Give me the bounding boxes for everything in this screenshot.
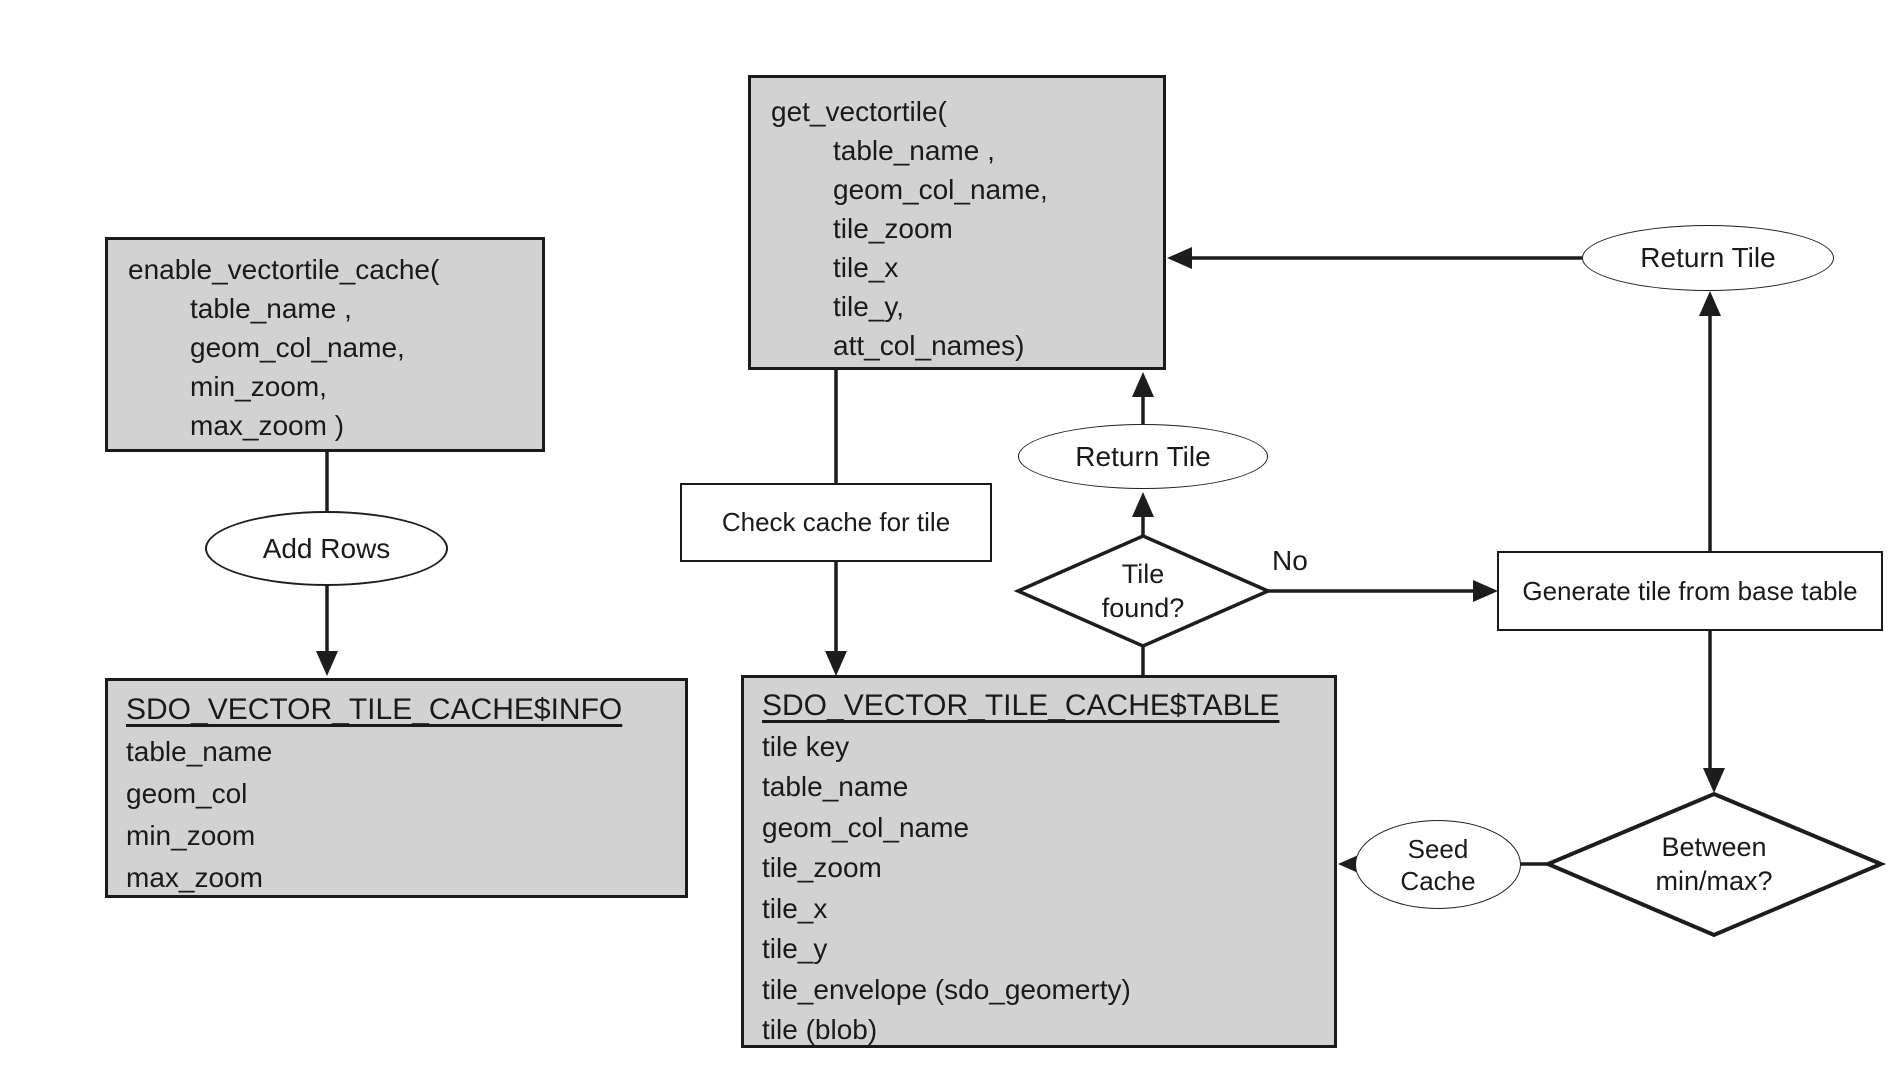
code-line: get_vectortile( xyxy=(771,96,947,127)
table-row: min_zoom xyxy=(126,820,256,851)
cache-table-title: SDO_VECTOR_TILE_CACHE$TABLE xyxy=(762,689,1280,722)
code-line: enable_vectortile_cache( xyxy=(128,254,440,285)
table-row: table_name xyxy=(762,771,909,802)
generate-tile-label: Generate tile from base table xyxy=(1522,575,1858,606)
code-line: max_zoom ) xyxy=(190,410,345,441)
cache-table-box: SDO_VECTOR_TILE_CACHE$TABLE tile key tab… xyxy=(741,675,1337,1048)
add-rows-label: Add Rows xyxy=(262,532,391,564)
arrowhead-into-returntile-top xyxy=(1699,291,1721,316)
seed-cache-ellipse: Seed Cache xyxy=(1355,820,1521,909)
table-row: geom_col xyxy=(126,778,248,809)
table-row: tile_x xyxy=(762,892,828,924)
arrowhead-into-table xyxy=(825,651,847,676)
code-line: geom_col_name, xyxy=(190,332,405,363)
tile-found-diamond xyxy=(1013,534,1273,648)
code-line: table_name , xyxy=(833,135,995,166)
tile-found-label: Tile found? xyxy=(1043,553,1243,629)
check-cache-label: Check cache for tile xyxy=(721,507,951,537)
return-tile-top-ellipse: Return Tile xyxy=(1582,225,1834,291)
between-minmax-line1: Between xyxy=(1661,832,1767,862)
arrowhead-into-get-bottom xyxy=(1132,372,1154,397)
cache-info-title: SDO_VECTOR_TILE_CACHE$INFO xyxy=(126,693,623,726)
cache-info-table-box: SDO_VECTOR_TILE_CACHE$INFO table_name ge… xyxy=(105,678,688,898)
between-minmax-diamond xyxy=(1542,791,1887,938)
enable-vectortile-cache-box: enable_vectortile_cache( table_name , ge… xyxy=(105,237,545,452)
code-line: tile_zoom xyxy=(833,213,953,244)
table-row: max_zoom xyxy=(126,862,263,893)
arrowhead-into-info xyxy=(316,651,338,676)
arrowhead-into-generate xyxy=(1473,580,1498,602)
code-line: att_col_names) xyxy=(833,330,1025,361)
return-tile-mid-ellipse: Return Tile xyxy=(1018,424,1268,489)
return-tile-mid-label: Return Tile xyxy=(1075,440,1211,472)
table-row: tile_y xyxy=(762,933,828,964)
add-rows-ellipse: Add Rows xyxy=(205,511,448,586)
code-line: table_name , xyxy=(190,293,352,324)
table-row: tile_envelope (sdo_geomerty) xyxy=(762,973,1131,1005)
arrowhead-into-returntile-mid xyxy=(1132,492,1154,517)
between-minmax-label: Between min/max? xyxy=(1614,826,1814,902)
return-tile-top-label: Return Tile xyxy=(1640,242,1776,273)
no-branch-label: No xyxy=(1272,545,1308,576)
tile-found-line1: Tile xyxy=(1121,559,1165,589)
generate-tile-box: Generate tile from base table xyxy=(1497,551,1883,631)
get-vectortile-box: get_vectortile( table_name , geom_col_na… xyxy=(748,75,1166,370)
code-line: tile_y, xyxy=(833,291,905,322)
table-row: geom_col_name xyxy=(762,811,970,843)
table-row: table_name xyxy=(126,736,273,767)
table-row: tile_zoom xyxy=(762,852,882,883)
arrowhead-into-get-right xyxy=(1167,247,1192,269)
between-minmax-line2: min/max? xyxy=(1655,866,1773,896)
tile-found-line2: found? xyxy=(1101,593,1185,623)
seed-cache-line2: Cache xyxy=(1400,865,1476,896)
code-line: tile_x xyxy=(833,252,899,283)
code-line: geom_col_name, xyxy=(833,174,1048,205)
seed-cache-line1: Seed xyxy=(1407,833,1469,864)
table-row: tile (blob) xyxy=(762,1014,878,1045)
code-line: min_zoom, xyxy=(190,371,327,402)
arrowhead-into-between xyxy=(1703,768,1725,793)
table-row: tile key xyxy=(762,730,850,762)
check-cache-box: Check cache for tile xyxy=(680,483,992,562)
